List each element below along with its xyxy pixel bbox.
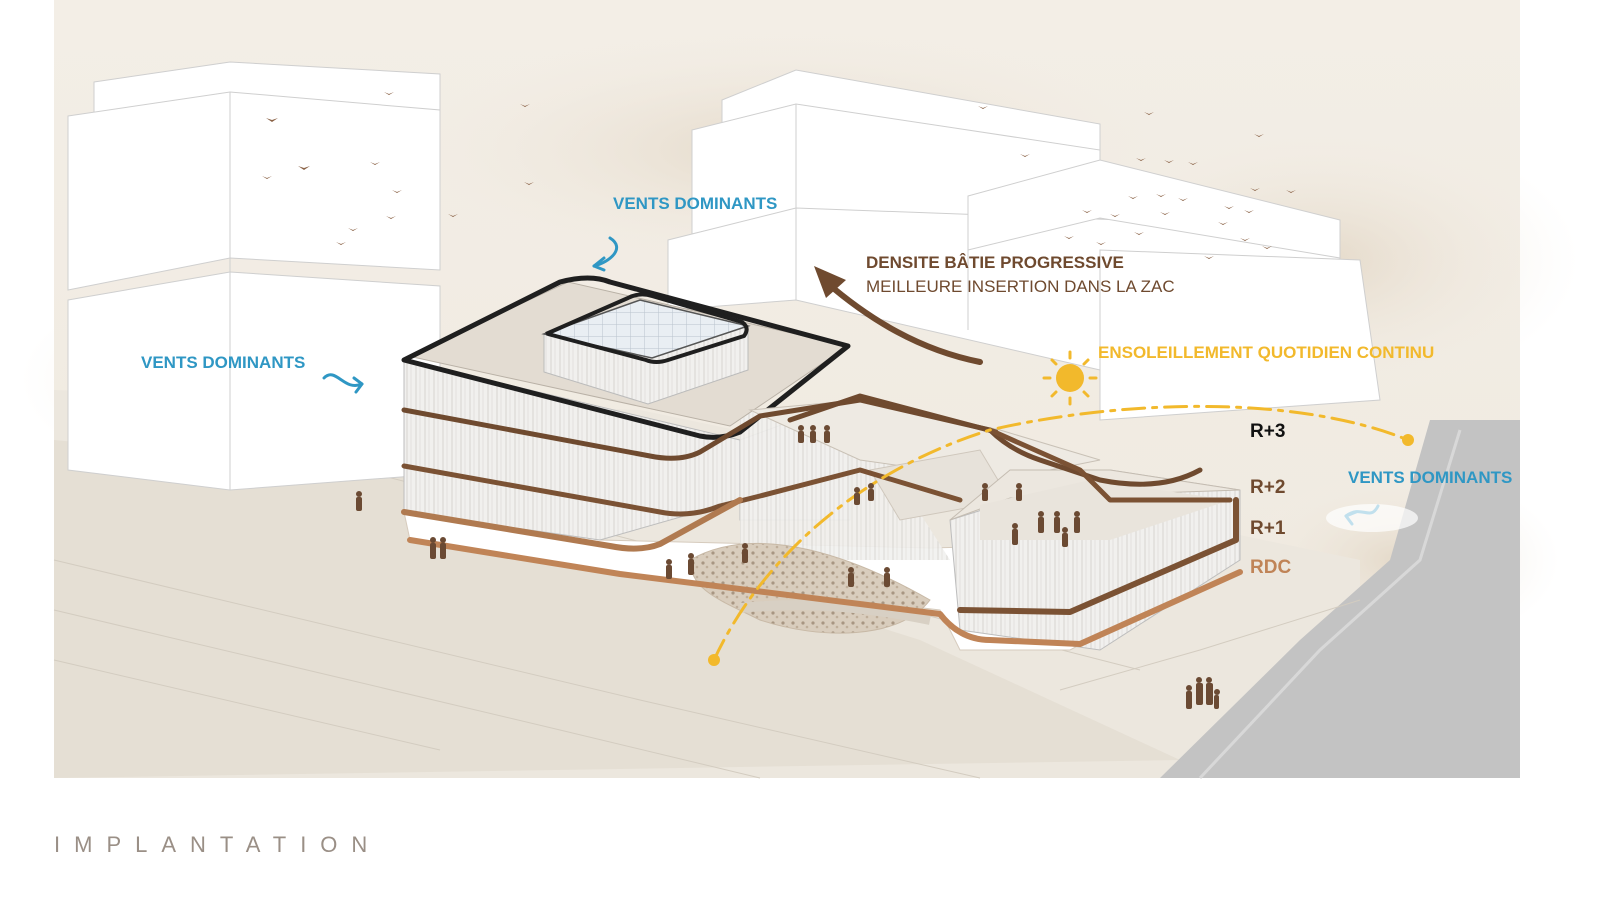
sun-path bbox=[708, 404, 1414, 666]
road bbox=[1160, 420, 1520, 778]
curved-arrow-icon bbox=[814, 266, 983, 365]
ensoleillement-label: ENSOLEILLEMENT QUOTIDIEN CONTINU bbox=[1098, 343, 1435, 362]
sun-icon bbox=[1042, 350, 1098, 406]
densite-subtitle: MEILLEURE INSERTION DANS LA ZAC bbox=[866, 277, 1175, 296]
floor-label-r2: R+2 bbox=[1250, 477, 1286, 498]
roof-outline bbox=[401, 275, 851, 440]
bird-icon bbox=[262, 92, 1296, 259]
wind-label-top: VENTS DOMINANTS bbox=[613, 194, 778, 213]
person-icon bbox=[356, 425, 1220, 709]
wind-arrow-icon bbox=[322, 373, 364, 394]
wind-arrow-icon bbox=[592, 236, 618, 272]
wind-label-right: VENTS DOMINANTS bbox=[1348, 468, 1513, 487]
main-building bbox=[401, 275, 1241, 651]
tower-right bbox=[667, 69, 1381, 421]
floor-bands bbox=[401, 393, 1243, 647]
caption-implantation: IMPLANTATION bbox=[54, 832, 382, 857]
densite-title: DENSITE BÂTIE PROGRESSIVE bbox=[866, 253, 1124, 272]
floor-label-r1: R+1 bbox=[1250, 518, 1286, 539]
wind-label-left: VENTS DOMINANTS bbox=[141, 353, 306, 372]
tower-left bbox=[67, 61, 441, 491]
floor-label-rdc: RDC bbox=[1250, 557, 1292, 578]
floor-label-r3: R+3 bbox=[1250, 421, 1286, 442]
